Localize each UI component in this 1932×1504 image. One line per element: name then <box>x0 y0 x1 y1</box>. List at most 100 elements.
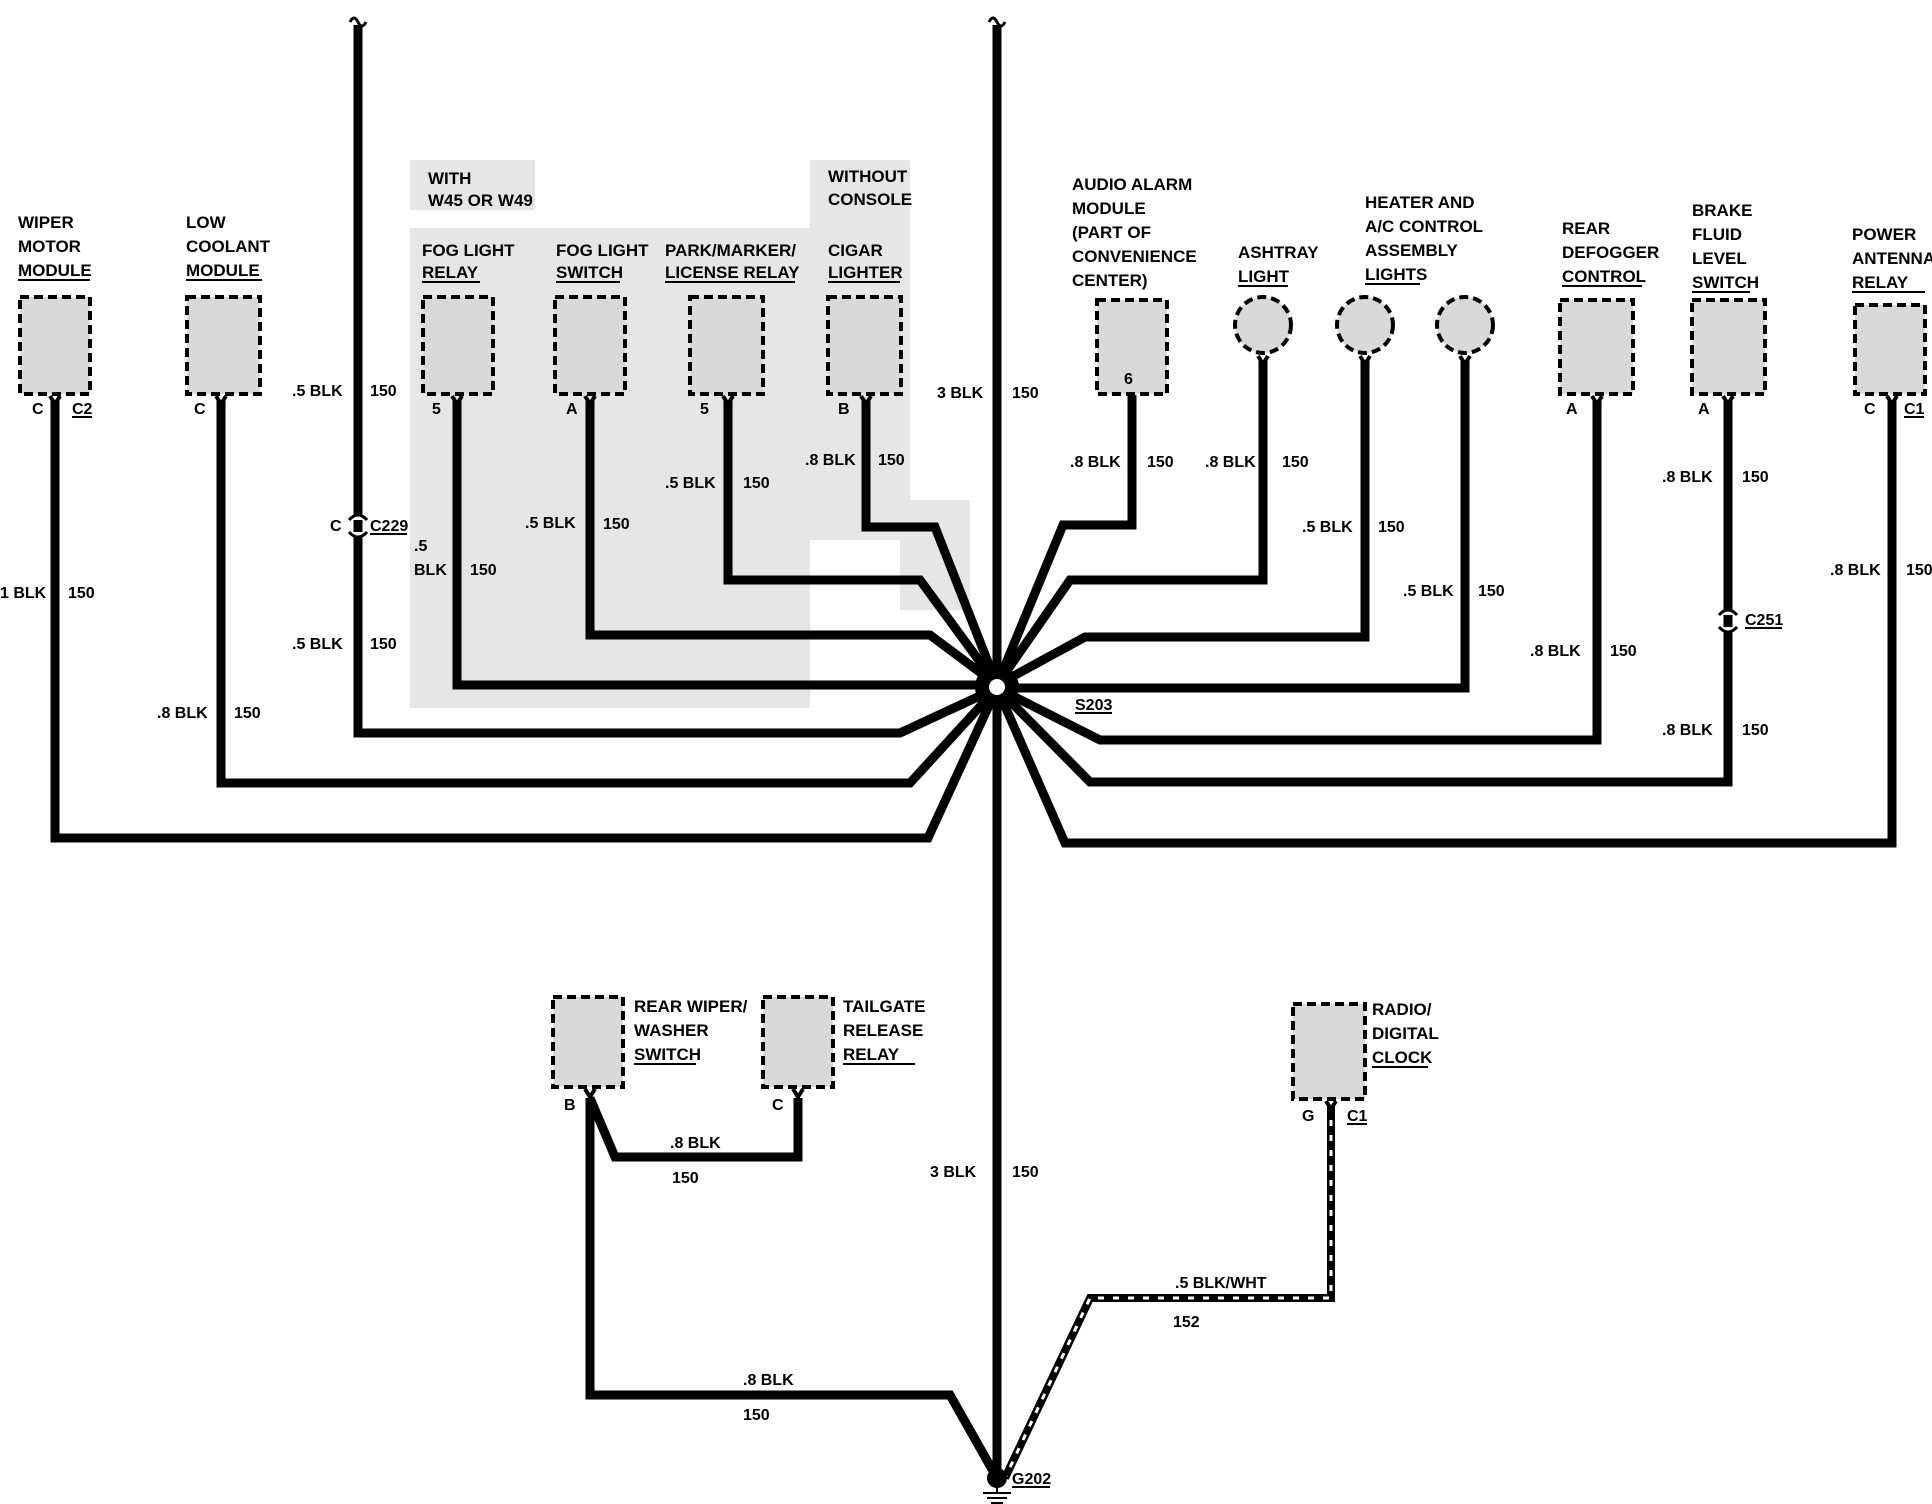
cigar-lighter-box <box>826 295 903 396</box>
svg-text:LIGHT: LIGHT <box>1238 267 1290 286</box>
svg-text:TAILGATE: TAILGATE <box>843 997 925 1016</box>
top-center-gauge: 3 BLK <box>937 385 984 402</box>
c229-connector-icon <box>347 513 369 539</box>
power-antenna-relay-box <box>1853 303 1927 396</box>
svg-text:LEVEL: LEVEL <box>1692 249 1747 268</box>
audio-wire <box>992 395 1137 687</box>
svg-text:REAR WIPER/: REAR WIPER/ <box>634 997 748 1016</box>
svg-text:RELAY: RELAY <box>422 263 479 282</box>
connector-terminal-icon <box>791 1087 805 1101</box>
ashtray-light-bulb-icon <box>1233 295 1293 355</box>
power-antenna-relay: POWER ANTENNA RELAY C C1 <box>1852 225 1932 418</box>
svg-text:FOG LIGHT: FOG LIGHT <box>556 241 649 260</box>
svg-text:G: G <box>1302 1108 1314 1125</box>
wires <box>50 25 1897 1481</box>
radio-digital-clock: G C1 RADIO/ DIGITAL CLOCK <box>1291 1000 1439 1125</box>
ground-point-icon <box>987 1468 1007 1488</box>
defogger-gauge: .8 BLK <box>1530 643 1581 660</box>
heater1-gauge: .5 BLK <box>1302 519 1353 536</box>
connector-terminal-icon <box>1721 394 1735 408</box>
c229-connector-label: C229 <box>370 518 408 535</box>
defogger-circuit: 150 <box>1610 643 1637 660</box>
break-symbol-icon <box>348 16 368 28</box>
cigar-lighter: CIGAR LIGHTER B <box>826 241 903 418</box>
antenna-gauge: .8 BLK <box>1830 562 1881 579</box>
fog-relay-gauge-1: .5 <box>414 538 427 555</box>
rear-wiper-ground-gauge: .8 BLK <box>743 1372 794 1389</box>
heater2-gauge: .5 BLK <box>1403 583 1454 600</box>
heater-ac-control-lights: HEATER AND A/C CONTROL ASSEMBLY LIGHTS <box>1335 193 1495 368</box>
radio-circuit: 152 <box>1173 1314 1200 1331</box>
connector-terminal-icon <box>721 394 735 408</box>
svg-text:RELEASE: RELEASE <box>843 1021 923 1040</box>
svg-text:COOLANT: COOLANT <box>186 237 271 256</box>
trunk-circuit: 150 <box>1012 1164 1039 1181</box>
heater-light-2-bulb-icon <box>1435 295 1495 355</box>
top-left-circuit: 150 <box>370 383 397 400</box>
svg-text:ASHTRAY: ASHTRAY <box>1238 243 1319 262</box>
fog-light-relay: FOG LIGHT RELAY 5 <box>421 241 515 418</box>
connector-terminal-icon <box>1590 394 1604 408</box>
wiper-gauge: 1 BLK <box>0 585 47 602</box>
heater1-circuit: 150 <box>1378 519 1405 536</box>
radio-gauge: .5 BLK/WHT <box>1175 1275 1267 1292</box>
audio-circuit: 150 <box>1147 454 1174 471</box>
heater1-wire <box>994 360 1370 689</box>
svg-text:5: 5 <box>432 401 441 418</box>
rear-defogger-control-box <box>1558 298 1635 396</box>
svg-text:LIGHTS: LIGHTS <box>1365 265 1427 284</box>
group-with-w45-w49-line1: WITH <box>428 169 471 188</box>
svg-text:DEFOGGER: DEFOGGER <box>1562 243 1659 262</box>
connector-terminal-icon <box>1885 394 1899 408</box>
antenna-wire <box>992 400 1897 848</box>
park-marker-license-relay: PARK/MARKER/ LICENSE RELAY 5 <box>665 241 800 418</box>
svg-text:DIGITAL: DIGITAL <box>1372 1024 1439 1043</box>
rear-wiper-ground-wire <box>585 1098 1001 1481</box>
svg-text:BRAKE: BRAKE <box>1692 201 1752 220</box>
brake-upper-circuit: 150 <box>1742 469 1769 486</box>
c251-connector-label: C251 <box>1745 612 1783 629</box>
top-left-wire <box>353 25 999 738</box>
svg-text:REAR: REAR <box>1562 219 1610 238</box>
group-without-console-line2: CONSOLE <box>828 190 912 209</box>
svg-text:CLOCK: CLOCK <box>1372 1048 1433 1067</box>
radio-wire-tracer <box>1003 1105 1333 1479</box>
audio-gauge: .8 BLK <box>1070 454 1121 471</box>
svg-text:SWITCH: SWITCH <box>1692 273 1759 292</box>
svg-text:A: A <box>1566 401 1578 418</box>
svg-text:6: 6 <box>1124 371 1133 388</box>
connector-terminal-icon <box>1256 354 1270 368</box>
ashtray-light: ASHTRAY LIGHT <box>1233 243 1319 368</box>
svg-text:A/C CONTROL: A/C CONTROL <box>1365 217 1483 236</box>
fog-switch-gauge: .5 BLK <box>525 515 576 532</box>
break-symbol-icon <box>987 16 1007 28</box>
connector-terminal-icon <box>48 394 62 408</box>
svg-text:MOTOR: MOTOR <box>18 237 81 256</box>
wiper-motor-module: WIPER MOTOR MODULE C C2 <box>18 213 93 418</box>
low-coolant-module-box <box>185 295 262 396</box>
fog-switch-circuit: 150 <box>603 516 630 533</box>
trunk-gauge: 3 BLK <box>930 1164 977 1181</box>
rear-defogger-control: REAR DEFOGGER CONTROL A <box>1558 219 1659 418</box>
connector-terminal-icon <box>1458 354 1472 368</box>
ground-label: G202 <box>1012 1471 1051 1488</box>
coolant-wire <box>216 400 1001 788</box>
svg-text:C1: C1 <box>1904 401 1925 418</box>
svg-text:CIGAR: CIGAR <box>828 241 883 260</box>
low-coolant-module: LOW COOLANT MODULE C <box>185 213 271 418</box>
fog-relay-circuit: 150 <box>470 562 497 579</box>
c229-pin-label: C <box>330 518 342 535</box>
svg-text:RELAY: RELAY <box>1852 273 1909 292</box>
tailgate-circuit: 150 <box>672 1170 699 1187</box>
audio-alarm-module-box <box>1095 298 1169 396</box>
brake-upper-gauge: .8 BLK <box>1662 469 1713 486</box>
tailgate-wire <box>585 1096 803 1162</box>
svg-text:ASSEMBLY: ASSEMBLY <box>1365 241 1459 260</box>
svg-text:SWITCH: SWITCH <box>556 263 623 282</box>
c229-lower-gauge: .5 BLK <box>292 636 343 653</box>
svg-text:WIPER: WIPER <box>18 213 74 232</box>
antenna-circuit: 150 <box>1906 562 1932 579</box>
svg-text:FOG LIGHT: FOG LIGHT <box>422 241 515 260</box>
rear-wiper-washer-switch-box <box>551 995 625 1089</box>
